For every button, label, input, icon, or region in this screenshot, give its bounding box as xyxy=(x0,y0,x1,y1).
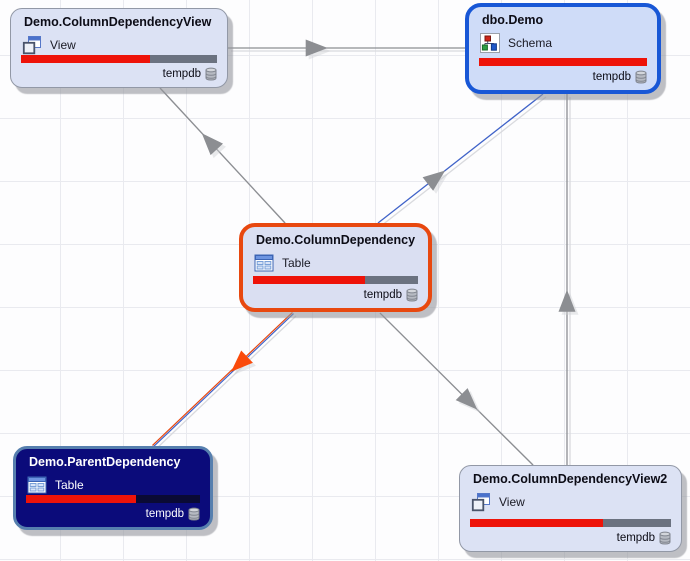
database-label: tempdb xyxy=(592,70,631,83)
schema-icon xyxy=(480,33,500,53)
table-icon xyxy=(27,475,47,495)
database-label: tempdb xyxy=(162,67,201,80)
dependency-edge-view1-to-demo[interactable] xyxy=(228,39,468,60)
node-title: Demo.ParentDependency xyxy=(29,455,181,469)
usage-bar xyxy=(21,55,217,63)
database-label: tempdb xyxy=(616,531,655,544)
table-icon xyxy=(254,253,274,273)
object-type-row: View xyxy=(471,492,671,512)
database-icon xyxy=(659,531,671,545)
database-label: tempdb xyxy=(145,507,184,520)
usage-bar-fill xyxy=(21,55,151,63)
usage-bar-fill xyxy=(470,519,603,527)
dependency-edge-columndependency-to-parentdependency[interactable] xyxy=(152,311,297,450)
usage-bar-fill xyxy=(26,495,136,503)
arrowhead-icon xyxy=(231,350,253,372)
view-icon xyxy=(22,35,42,55)
usage-bar xyxy=(253,276,418,284)
dependency-edge-columndependency-to-view1[interactable] xyxy=(159,87,289,227)
view-icon xyxy=(471,492,491,512)
database-icon xyxy=(205,67,217,81)
database-icon xyxy=(188,507,200,521)
node-footer: tempdb xyxy=(26,505,200,522)
usage-bar xyxy=(26,495,200,503)
usage-bar-fill xyxy=(479,58,647,66)
object-type-label: View xyxy=(50,38,76,52)
database-icon xyxy=(635,70,647,84)
dependency-edge-view2-to-demo[interactable] xyxy=(558,94,579,468)
dependency-edge-columndependency-to-demo[interactable] xyxy=(377,93,547,227)
node-footer: tempdb xyxy=(470,529,671,546)
database-icon xyxy=(406,288,418,302)
arrowhead-icon xyxy=(558,289,576,312)
object-type-label: Table xyxy=(282,256,311,270)
object-type-label: View xyxy=(499,495,525,509)
node-title: Demo.ColumnDependency xyxy=(256,233,416,247)
node-title: dbo.Demo xyxy=(482,13,544,27)
arrowhead-icon xyxy=(455,388,478,410)
object-type-label: Schema xyxy=(508,36,553,50)
dependency-edge-columndependency-to-view2[interactable] xyxy=(379,312,537,469)
database-label: tempdb xyxy=(363,288,402,301)
object-type-row: Schema xyxy=(480,33,647,53)
node-footer: tempdb xyxy=(253,286,418,303)
usage-bar-fill xyxy=(253,276,366,284)
arrowhead-icon xyxy=(201,133,223,156)
object-type-row: View xyxy=(22,35,217,55)
node-title: Demo.ColumnDependencyView xyxy=(24,15,212,29)
object-type-label: Table xyxy=(55,478,84,492)
node-footer: tempdb xyxy=(21,65,217,82)
object-type-row: Table xyxy=(254,253,418,273)
node-footer: tempdb xyxy=(479,68,647,85)
usage-bar xyxy=(479,58,647,66)
usage-bar xyxy=(470,519,671,527)
object-type-row: Table xyxy=(27,475,200,495)
arrowhead-icon xyxy=(422,170,446,191)
node-title: Demo.ColumnDependencyView2 xyxy=(473,472,668,486)
arrowhead-icon xyxy=(305,39,328,57)
